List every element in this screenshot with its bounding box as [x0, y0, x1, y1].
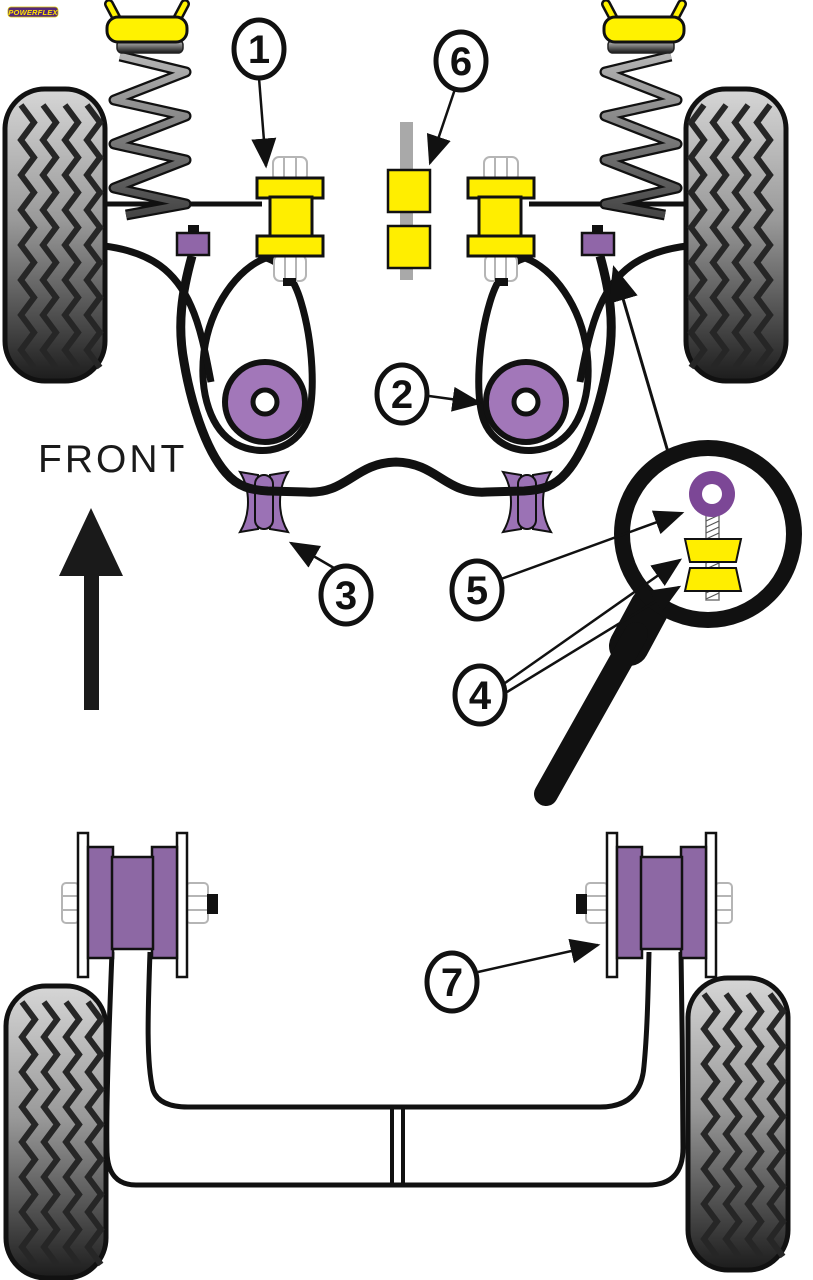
callout-6: 6 [433, 29, 489, 93]
top-mount-bush [104, 0, 190, 44]
powerflex-logo-text: POWERFLEX [8, 8, 58, 17]
arb-clamp-bush [175, 225, 211, 257]
callout-2: 2 [374, 362, 430, 426]
callout-3-number: 3 [335, 574, 357, 618]
callout-1: 1 [231, 17, 287, 81]
callout-5-arrow [500, 510, 685, 581]
anti-roll-bar [176, 254, 616, 497]
callout-arrows [251, 77, 685, 974]
rear-axle-assembly [6, 831, 788, 1278]
powerflex-logo: POWERFLEX [7, 6, 59, 18]
callout-7-number: 7 [441, 961, 463, 1005]
clamp-top-bush [689, 471, 735, 517]
front-direction-arrow [59, 508, 123, 710]
callout-3-arrow [288, 541, 335, 570]
bolt-tip [207, 894, 218, 914]
callout-4: 4 [452, 663, 508, 727]
front-direction-label: FRONT [38, 438, 187, 481]
callout-2-arrow [428, 386, 483, 412]
callout-1-arrow [251, 77, 277, 169]
through-bolt [61, 882, 209, 924]
callout-1-number: 1 [248, 28, 270, 72]
callout-2-number: 2 [391, 373, 413, 417]
rear-left-tire [6, 986, 106, 1278]
beam-center-joint [390, 1107, 405, 1185]
arb-outer-bush [238, 470, 290, 534]
callout-7: 7 [424, 950, 480, 1014]
callout-4-arrow-b [506, 585, 682, 694]
rear-beam-mount-bush-right [574, 831, 734, 979]
tie-bar-bush [255, 156, 325, 286]
callout-3: 3 [318, 563, 374, 627]
callout-4-number: 4 [469, 674, 492, 718]
wishbone-rear-bush [222, 359, 308, 445]
front-left-tire [5, 89, 105, 381]
callout-6-arrow [426, 88, 457, 166]
beam-top-edge [145, 951, 652, 1110]
callout-bubbles: 1 6 2 3 5 4 7 [231, 17, 508, 1014]
callout-5: 5 [449, 558, 505, 622]
callout-4-arrow-a [504, 558, 683, 685]
rear-right-tire [688, 978, 788, 1270]
bolt-heads [272, 156, 308, 282]
callout-5-number: 5 [466, 569, 488, 613]
rear-beam-mount-bush [61, 831, 218, 979]
coil-spring [108, 50, 192, 221]
callout-6-number: 6 [450, 40, 472, 84]
steering-rack-bush-assembly [386, 122, 432, 280]
clamp-cone-washers [683, 538, 743, 592]
front-suspension-left-assembly [5, 0, 325, 534]
magnifier-handle [534, 622, 648, 806]
magnifier-pointer-line [608, 265, 670, 453]
callout-7-arrow [477, 938, 601, 974]
beam-bottom-edge [104, 951, 686, 1188]
